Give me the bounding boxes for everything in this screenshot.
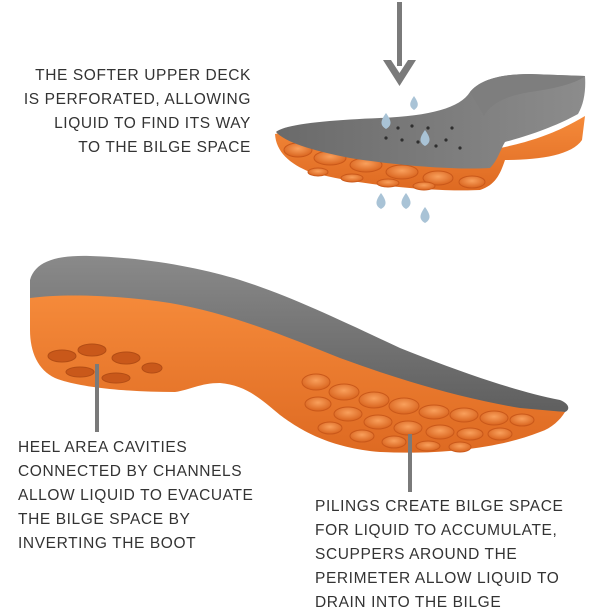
upper-deck-insole xyxy=(275,74,586,191)
callout-line: PILINGS CREATE BILGE SPACE xyxy=(315,498,564,515)
pilings-callout: PILINGS CREATE BILGE SPACE FOR LIQUID TO… xyxy=(315,495,563,615)
callout-line: LIQUID TO FIND ITS WAY xyxy=(54,115,251,132)
callout-line: THE BILGE SPACE BY xyxy=(18,511,191,528)
callout-line: SCUPPERS AROUND THE xyxy=(315,546,518,563)
callout-line: TO THE BILGE SPACE xyxy=(78,139,251,156)
callout-line: DRAIN INTO THE BILGE xyxy=(315,594,502,611)
heel-cavities-callout: HEEL AREA CAVITIES CONNECTED BY CHANNELS… xyxy=(18,436,253,556)
forefoot-pilings xyxy=(301,373,535,453)
callout-line: IS PERFORATED, ALLOWING xyxy=(23,91,251,108)
water-drop-icon xyxy=(376,96,430,223)
large-insole xyxy=(30,255,569,453)
upper-deck-callout: THE SOFTER UPPER DECK IS PERFORATED, ALL… xyxy=(24,64,251,160)
heel-cavities xyxy=(47,343,163,384)
upper-deck-perforations xyxy=(384,124,462,150)
down-arrow-icon xyxy=(383,2,416,86)
upper-insole-lugs xyxy=(283,142,486,191)
large-insole-deck xyxy=(30,255,569,412)
heel-pointer-line xyxy=(95,364,99,432)
callout-line: INVERTING THE BOOT xyxy=(18,535,197,552)
callout-line: FOR LIQUID TO ACCUMULATE, xyxy=(315,522,558,539)
callout-line: ALLOW LIQUID TO EVACUATE xyxy=(18,487,254,504)
callout-line: HEEL AREA CAVITIES xyxy=(18,439,188,456)
pilings-pointer-line xyxy=(408,434,412,492)
upper-insole-deck xyxy=(276,74,586,169)
callout-line: CONNECTED BY CHANNELS xyxy=(18,463,243,480)
callout-line: PERIMETER ALLOW LIQUID TO xyxy=(315,570,560,587)
callout-line: THE SOFTER UPPER DECK xyxy=(35,67,251,84)
